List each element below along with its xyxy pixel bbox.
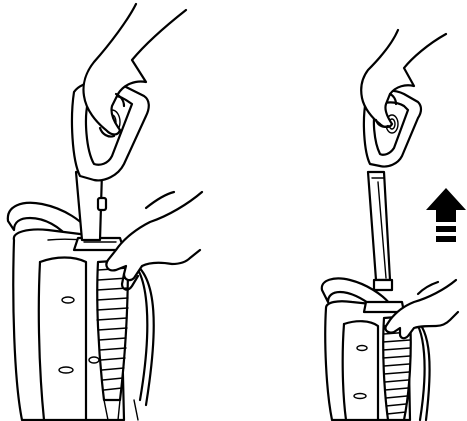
hose-left xyxy=(97,260,154,420)
left-panel xyxy=(8,4,202,420)
handle-right xyxy=(364,91,421,290)
right-panel xyxy=(322,30,458,420)
up-arrow-icon xyxy=(426,188,466,242)
